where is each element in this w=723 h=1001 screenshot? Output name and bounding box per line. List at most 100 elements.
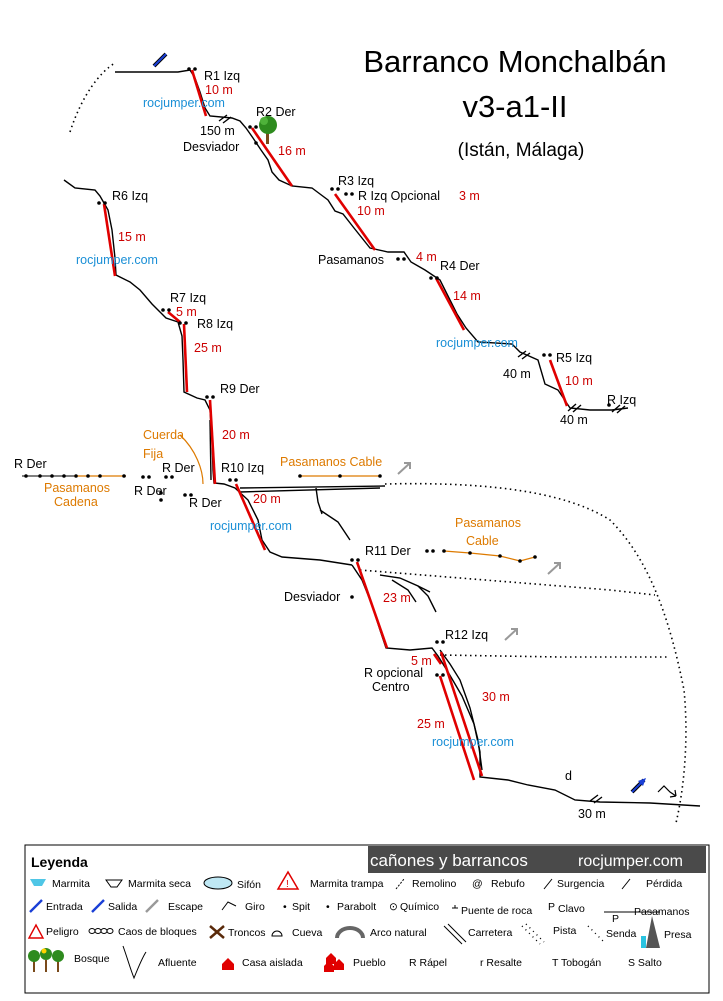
legend-resalte: r Resalte — [480, 957, 522, 969]
rappel-r12-short — [432, 653, 443, 665]
label-desviador-1: Desviador — [183, 140, 239, 154]
label-pasamanos-cable-2b: Cable — [466, 534, 499, 548]
legend-tobogan: T Tobogán — [552, 957, 601, 969]
label-pasamanos-cable-2a: Pasamanos — [455, 516, 521, 530]
return-trail-1 — [359, 569, 656, 596]
watermark-4: rocjumper.com — [210, 519, 292, 533]
presa-water — [641, 936, 646, 948]
puente-icon — [452, 905, 458, 909]
label-r8-length: 25 m — [194, 341, 222, 355]
legend-banner-site: rocjumper.com — [578, 853, 683, 870]
peligro-icon — [27, 923, 45, 939]
rappel-r6 — [102, 203, 117, 277]
label-distance-150: 150 m — [200, 124, 235, 138]
label-cuerda: Cuerda — [143, 428, 184, 442]
legend: Leyenda cañones y barrancos rocjumper.co… — [24, 844, 710, 994]
label-r6-length: 15 m — [118, 230, 146, 244]
label-r9: R9 Der — [220, 382, 260, 396]
remolino-icon — [395, 878, 405, 890]
entry-arrow-icon — [152, 52, 168, 68]
casa-icon — [222, 958, 234, 970]
label-r-opcional: R opcional — [364, 666, 423, 680]
label-distance-40b: 40 m — [560, 413, 588, 427]
legend-salida: Salida — [108, 901, 137, 913]
marmita-trampa-icon — [276, 870, 300, 890]
legend-sifon: Sifón — [237, 879, 261, 891]
label-r1-length: 10 m — [205, 83, 233, 97]
legend-afluente: Afluente — [158, 957, 197, 969]
break-mark-40a — [517, 350, 531, 360]
canyon-inner-wall — [209, 419, 212, 481]
label-fija: Fija — [143, 447, 163, 461]
label-r3-optional-length: 3 m — [459, 189, 480, 203]
carretera-icon — [443, 923, 467, 945]
salida-icon — [91, 899, 105, 913]
anchor-points — [97, 67, 611, 677]
label-r11-length: 23 m — [383, 591, 411, 605]
clavo-icon: P — [548, 901, 555, 913]
legend-pueblo: Pueblo — [353, 957, 386, 969]
handline-cadena — [22, 474, 151, 479]
branch-mid — [315, 487, 351, 541]
topo-title: Barranco Monchalbán — [363, 44, 666, 79]
pasamanos-icon: P — [612, 913, 619, 925]
bosque-icon — [28, 948, 64, 972]
rappel-r1 — [190, 69, 208, 117]
watermark-3: rocjumper.com — [76, 253, 158, 267]
legend-perdida: Pérdida — [646, 878, 682, 890]
tree-icon — [259, 116, 277, 144]
label-r10-length: 20 m — [253, 492, 281, 506]
label-r-der-b: R Der — [134, 484, 167, 498]
legend-entrada: Entrada — [46, 901, 83, 913]
sifon-icon — [203, 876, 233, 890]
label-r12-length: 30 m — [482, 690, 510, 704]
label-r1: R1 Izq — [204, 69, 240, 83]
label-r3-optional: R Izq Opcional — [358, 189, 440, 203]
spit-icon: • — [283, 901, 287, 913]
legend-marmita-seca: Marmita seca — [128, 878, 191, 890]
branch-top — [239, 485, 386, 489]
legend-banner — [368, 846, 706, 873]
break-mark-rizq — [611, 404, 626, 414]
caos-icon — [88, 928, 114, 934]
rappel-r4 — [434, 277, 466, 331]
legend-quimico: Químico — [400, 901, 439, 913]
break-mark-40b — [567, 403, 582, 413]
label-r2-length: 16 m — [278, 144, 306, 158]
legend-puente: Puente de roca — [461, 905, 532, 917]
legend-casa: Casa aislada — [242, 957, 303, 969]
label-r4-length: 14 m — [453, 289, 481, 303]
branch-right-2 — [391, 579, 431, 603]
legend-marmita-trampa: Marmita trampa — [310, 878, 384, 890]
legend-caos: Caos de bloques — [118, 926, 197, 938]
legend-salto: S Salto — [628, 957, 662, 969]
entrada-icon — [29, 899, 43, 913]
legend-pista: Pista — [553, 925, 577, 937]
label-r11: R11 Der — [365, 544, 411, 558]
turn-icon — [657, 785, 677, 798]
return-trail-outer — [384, 482, 687, 824]
fixed-rope — [179, 434, 204, 485]
rappel-r7 — [167, 311, 181, 323]
label-r-izq: R Izq — [607, 393, 636, 407]
branch-top-2 — [239, 487, 381, 493]
legend-presa: Presa — [664, 929, 692, 941]
label-pasamanos: Pasamanos — [318, 253, 384, 267]
rappel-r11 — [355, 561, 389, 649]
break-mark-30 — [589, 794, 603, 804]
presa-icon — [646, 916, 660, 948]
escape-arrow-icon-3 — [504, 628, 518, 641]
legend-banner-text: cañones y barrancos — [370, 851, 528, 870]
quimico-icon: ⊙ — [389, 901, 398, 913]
legend-parabolt: Parabolt — [337, 901, 376, 913]
legend-escape: Escape — [168, 901, 203, 913]
legend-surgencia: Surgencia — [557, 878, 604, 890]
label-r-der-a: R Der — [162, 461, 195, 475]
rappel-r9 — [208, 399, 217, 485]
cueva-icon — [271, 930, 283, 937]
label-r10: R10 Izq — [221, 461, 264, 475]
exit-arrow-icon — [630, 778, 646, 794]
legend-title: Leyenda — [31, 854, 88, 870]
legend-troncos: Troncos — [228, 927, 266, 939]
